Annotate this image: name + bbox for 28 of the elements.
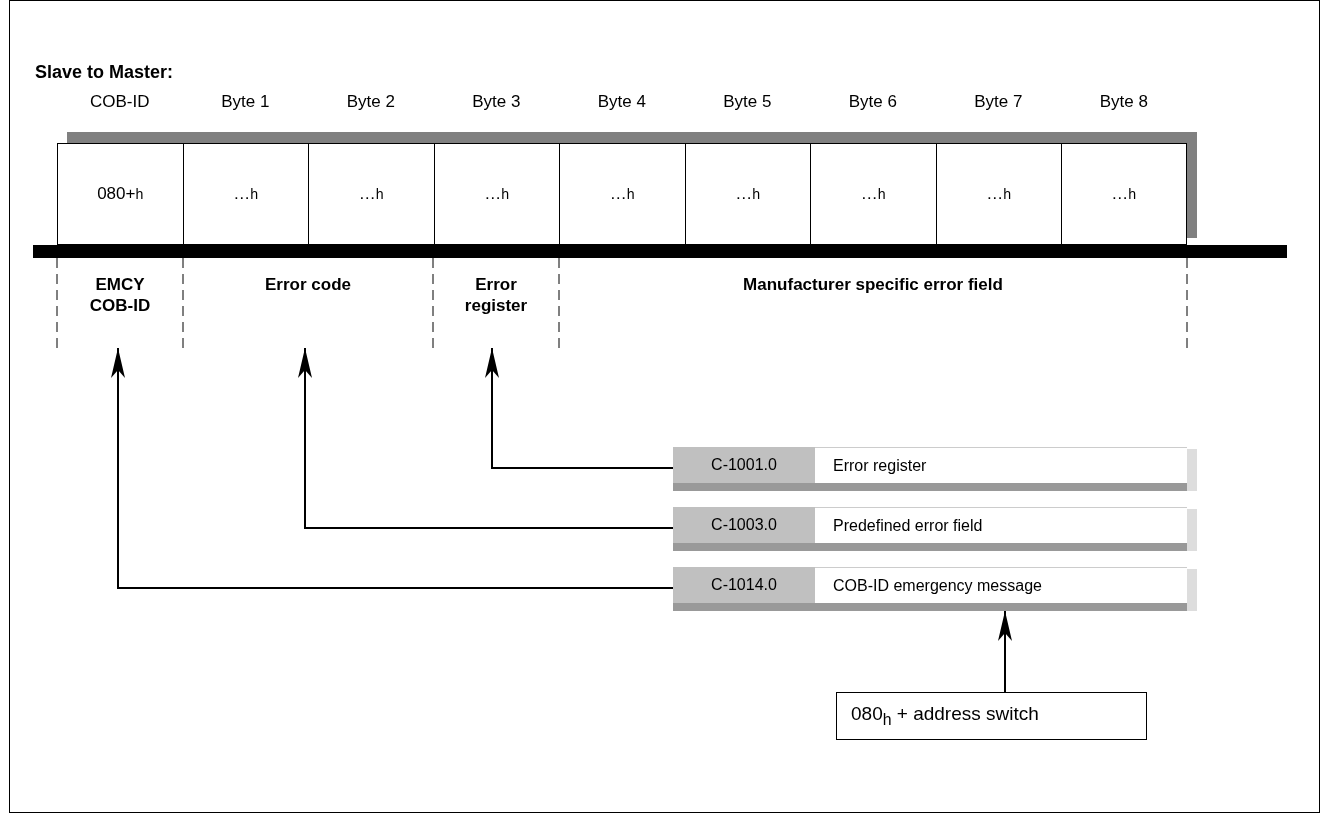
column-header: COB-ID xyxy=(89,92,151,112)
parameter-name: COB-ID emergency message xyxy=(833,577,1042,595)
column-header: Byte 2 xyxy=(345,92,396,112)
column-header: Byte 8 xyxy=(1098,92,1149,112)
column-header: Byte 4 xyxy=(596,92,647,112)
parameter-name: Predefined error field xyxy=(833,517,983,535)
parameter-code: C-1014.0 xyxy=(673,567,815,603)
field-label: Error register xyxy=(433,260,559,348)
parameter-code: C-1003.0 xyxy=(673,507,815,543)
arrow xyxy=(485,347,674,469)
arrow xyxy=(298,347,674,529)
field-label: EMCY COB-ID xyxy=(57,260,183,348)
parameter-code: C-1001.0 xyxy=(673,447,815,483)
column-header: Byte 6 xyxy=(847,92,898,112)
arrow xyxy=(111,347,674,589)
parameter-name: Error register xyxy=(833,457,927,475)
column-header: Byte 7 xyxy=(973,92,1024,112)
parameter-bar xyxy=(673,567,1197,611)
field-label: Error code xyxy=(183,260,433,348)
field-label: Manufacturer specific error field xyxy=(559,260,1187,348)
heading: Slave to Master: xyxy=(35,62,174,83)
arrow xyxy=(998,610,1012,693)
column-header: Byte 3 xyxy=(471,92,522,112)
column-header: Byte 5 xyxy=(722,92,773,112)
address-box: 080$_{h}$ + address switch xyxy=(836,692,1147,740)
parameter-bar xyxy=(673,507,1197,551)
parameter-bar xyxy=(673,447,1197,491)
column-header: Byte 1 xyxy=(220,92,271,112)
